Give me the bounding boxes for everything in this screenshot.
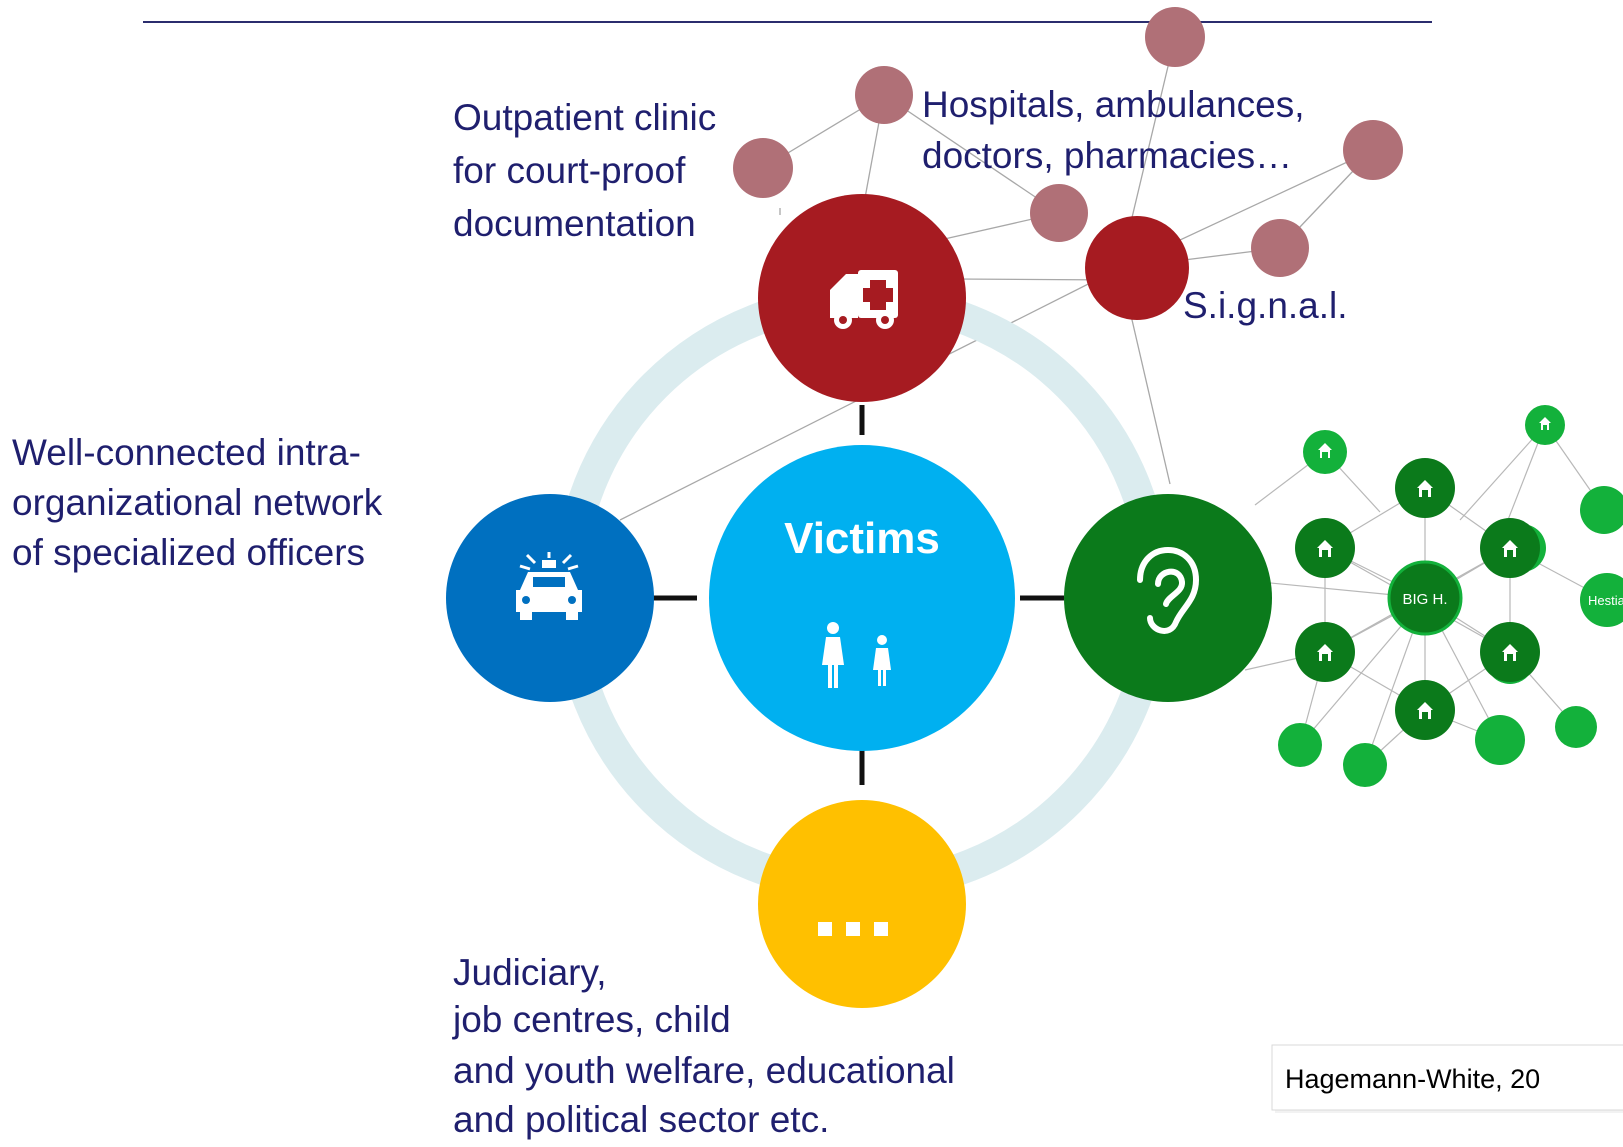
house-icon: [1317, 644, 1333, 661]
hospital-node: [1030, 184, 1088, 242]
judiciary-label: Judiciary, job centres, child and youth …: [452, 952, 965, 1140]
light-node: [1555, 706, 1597, 748]
hestia-label: Hestia: [1588, 593, 1623, 608]
ellipsis-icon: [818, 922, 888, 936]
light-node: [1475, 715, 1525, 765]
citation-text: Hagemann-White, 20: [1285, 1064, 1540, 1094]
signal-label: S.i.g.n.a.l.: [1183, 285, 1348, 326]
hub-connectors: [653, 405, 1064, 785]
house-icon: [1417, 480, 1433, 497]
victims-title: Victims: [784, 514, 940, 563]
light-node: [1580, 486, 1623, 534]
light-node: [1343, 743, 1387, 787]
hospital-node: [855, 66, 913, 124]
ambulance-icon: [830, 270, 898, 329]
victims-node: [709, 445, 1015, 751]
house-icon: [1318, 443, 1332, 458]
house-icon: [1539, 417, 1551, 430]
signal-node: [1085, 216, 1189, 320]
other-sectors-node: [758, 800, 966, 1008]
hospital-node: [733, 138, 793, 198]
light-node: [1278, 723, 1322, 767]
hospital-node-right: [1343, 120, 1403, 180]
big-h-label: BIG H.: [1402, 591, 1447, 608]
ear-icon: [1137, 546, 1200, 634]
hospital-node: [1251, 219, 1309, 277]
mother-child-icon: [822, 622, 891, 688]
hestia-node: [1580, 573, 1623, 627]
house-icons: [1317, 417, 1551, 719]
citation-box: Hagemann-White, 20: [1271, 1044, 1623, 1113]
house-icon: [1417, 702, 1433, 719]
house-icon: [1502, 644, 1518, 661]
police-car-icon: [516, 552, 582, 620]
outpatient-label: Outpatient clinic for court-proof docume…: [453, 97, 727, 244]
house-icon: [1502, 540, 1518, 557]
hospital-nodes: [733, 7, 1403, 277]
police-network-label: Well-connected intra- organizational net…: [12, 432, 393, 573]
hospitals-label: Hospitals, ambulances, doctors, pharmaci…: [922, 84, 1315, 176]
house-icon: [1317, 540, 1333, 557]
hospital-node-top: [1145, 7, 1205, 67]
big-h-node: [1387, 560, 1463, 636]
